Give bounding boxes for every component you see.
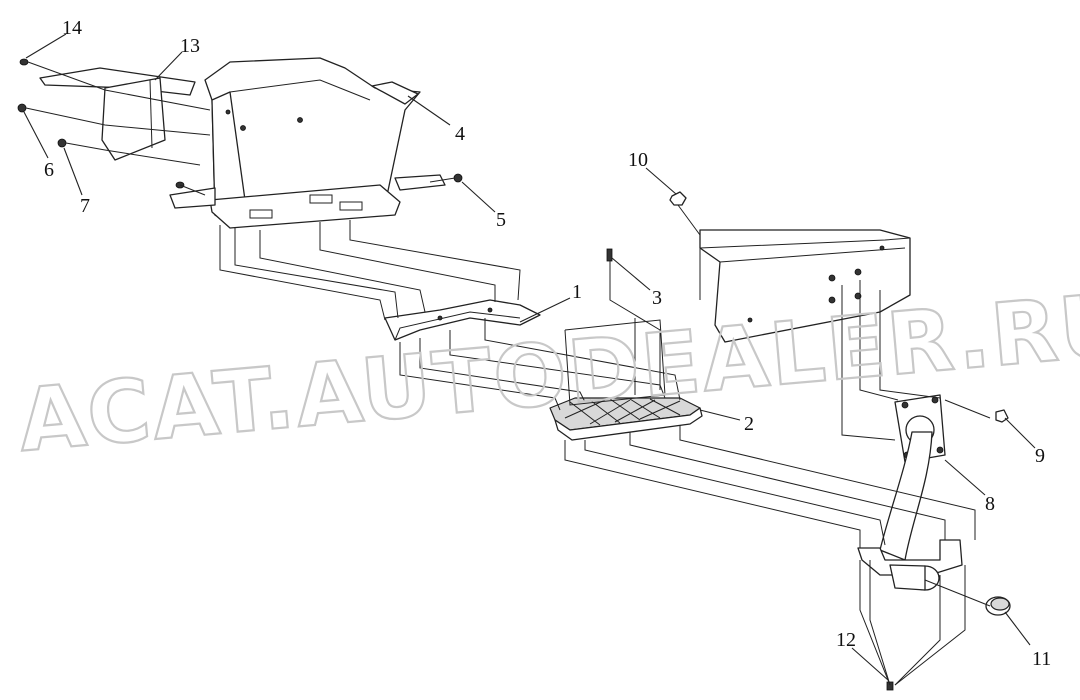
- callout-11: 11: [1032, 648, 1051, 670]
- part-4-housing: [204, 57, 421, 229]
- callout-14: 14: [62, 17, 82, 39]
- part-4-flange-plate: [169, 174, 446, 209]
- callout-2: 2: [744, 413, 754, 435]
- callout-9: 9: [1035, 445, 1045, 467]
- frame-rail: [699, 229, 911, 343]
- bolt-12: [886, 681, 894, 691]
- callout-7: 7: [80, 195, 90, 217]
- nut-10: [669, 191, 687, 206]
- assembly-guide-lines: [25, 61, 991, 686]
- callout-leaders: [23, 33, 1036, 681]
- part-2-step-tread: [549, 397, 703, 441]
- callout-6: 6: [44, 159, 54, 181]
- callout-8: 8: [985, 493, 995, 515]
- bolt-3: [606, 248, 613, 262]
- callout-labels: 14 13 4 6 7 5 10 3 1 2 8 9 11 12: [44, 17, 1051, 670]
- bolt-9: [995, 409, 1009, 423]
- callout-5: 5: [496, 209, 506, 231]
- callout-13: 13: [180, 35, 200, 57]
- callout-3: 3: [652, 287, 662, 309]
- part-8-lower-cradle: [857, 539, 963, 591]
- part-13-plate: [39, 67, 196, 161]
- bolt-7: [57, 138, 67, 148]
- bolt-6: [17, 103, 27, 113]
- bolt-14: [19, 58, 29, 66]
- callout-4: 4: [455, 123, 465, 145]
- callout-12: 12: [836, 629, 856, 651]
- fasteners: [17, 58, 1009, 691]
- part-11-end-cap: [985, 596, 1011, 616]
- part-1-bracket: [384, 299, 541, 341]
- callout-1: 1: [572, 281, 582, 303]
- part-8-support-arm: [879, 394, 946, 561]
- bolt-5: [453, 173, 463, 183]
- callout-10: 10: [628, 149, 648, 171]
